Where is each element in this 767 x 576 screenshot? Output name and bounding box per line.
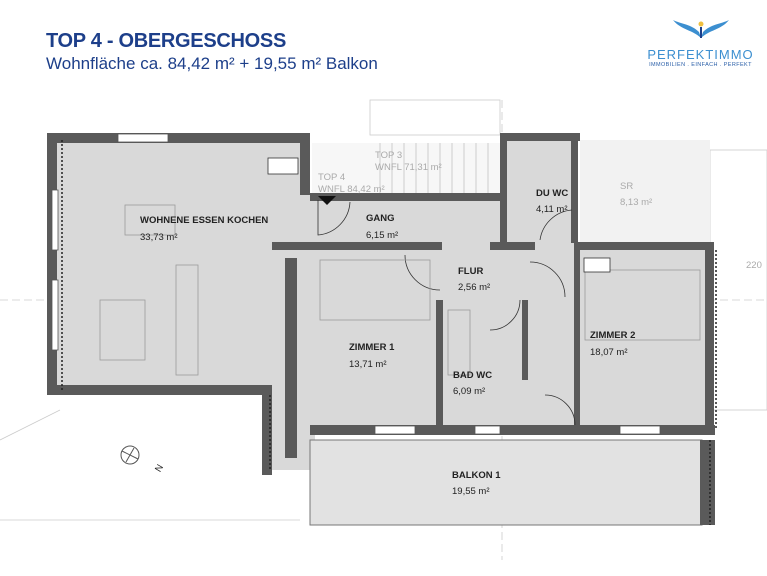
windows bbox=[51, 133, 661, 435]
room-name: ZIMMER 1 bbox=[349, 342, 395, 353]
room-gang: GANG 6,15 m² bbox=[366, 213, 398, 241]
room-area: 6,09 m² bbox=[453, 386, 485, 397]
neighbor-name: TOP 3 bbox=[375, 150, 402, 161]
page-subtitle: Wohnfläche ca. 84,42 m² + 19,55 m² Balko… bbox=[46, 54, 378, 73]
dimension-label: 220 bbox=[746, 260, 762, 271]
neighbor-top-4: TOP 4 WNFL 84,42 m² bbox=[318, 172, 385, 195]
room-area: 2,56 m² bbox=[458, 282, 490, 293]
room-area: 13,71 m² bbox=[349, 359, 387, 370]
page-title: TOP 4 - OBERGESCHOSS bbox=[46, 30, 286, 52]
floor-plan: WOHNENE ESSEN KOCHEN 33,73 m² GANG 6,15 … bbox=[0, 99, 767, 560]
neighbor-area: WNFL 71,31 m² bbox=[375, 162, 442, 173]
room-name: ZIMMER 2 bbox=[590, 330, 635, 341]
walls bbox=[47, 133, 715, 525]
logo-tagline: IMMOBILIEN . EINFACH . PERFEKT bbox=[649, 62, 752, 68]
room-name: GANG bbox=[366, 213, 395, 224]
room-flur: FLUR 2,56 m² bbox=[458, 266, 490, 293]
room-name: FLUR bbox=[458, 266, 483, 277]
entrance-arrow-icon bbox=[318, 196, 336, 205]
neighbor-area: WNFL 84,42 m² bbox=[318, 184, 385, 195]
room-sr: SR 8,13 m² bbox=[620, 181, 652, 208]
room-zimmer-2: ZIMMER 2 18,07 m² bbox=[590, 330, 635, 358]
logo-brand: PERFEKTIMMO bbox=[647, 47, 754, 62]
neighbor-name: TOP 4 bbox=[318, 172, 345, 183]
neighbor-top-3: TOP 3 WNFL 71,31 m² bbox=[375, 150, 442, 173]
room-area: 4,11 m² bbox=[536, 204, 568, 215]
compass: N bbox=[120, 445, 166, 475]
doors bbox=[317, 200, 576, 426]
room-wohnen: WOHNENE ESSEN KOCHEN 33,73 m² bbox=[140, 215, 268, 243]
room-area: 19,55 m² bbox=[452, 486, 490, 497]
room-name: SR bbox=[620, 181, 633, 192]
room-area: 33,73 m² bbox=[140, 232, 178, 243]
room-zimmer-1: ZIMMER 1 13,71 m² bbox=[349, 342, 395, 370]
room-balkon-1: BALKON 1 19,55 m² bbox=[452, 470, 501, 497]
wings-logo-icon bbox=[672, 20, 729, 38]
room-area: 18,07 m² bbox=[590, 347, 628, 358]
room-name: WOHNENE ESSEN KOCHEN bbox=[140, 215, 268, 226]
compass-icon bbox=[120, 445, 140, 465]
room-name: DU WC bbox=[536, 188, 568, 199]
logo: PERFEKTIMMO IMMOBILIEN . EINFACH . PERFE… bbox=[638, 18, 763, 68]
room-area: 6,15 m² bbox=[366, 230, 398, 241]
room-area: 8,13 m² bbox=[620, 197, 652, 208]
insulation-hatch bbox=[61, 140, 717, 525]
stairs bbox=[379, 143, 489, 198]
north-label: N bbox=[153, 463, 166, 475]
balcony-floor bbox=[309, 439, 703, 526]
stair-area bbox=[312, 143, 502, 198]
furniture bbox=[99, 157, 701, 376]
room-name: BAD WC bbox=[453, 370, 492, 381]
room-bad-wc: BAD WC 6,09 m² bbox=[453, 370, 492, 397]
room-name: BALKON 1 bbox=[452, 470, 501, 481]
sr-floor bbox=[580, 140, 710, 245]
room-du-wc: DU WC 4,11 m² bbox=[536, 188, 568, 215]
